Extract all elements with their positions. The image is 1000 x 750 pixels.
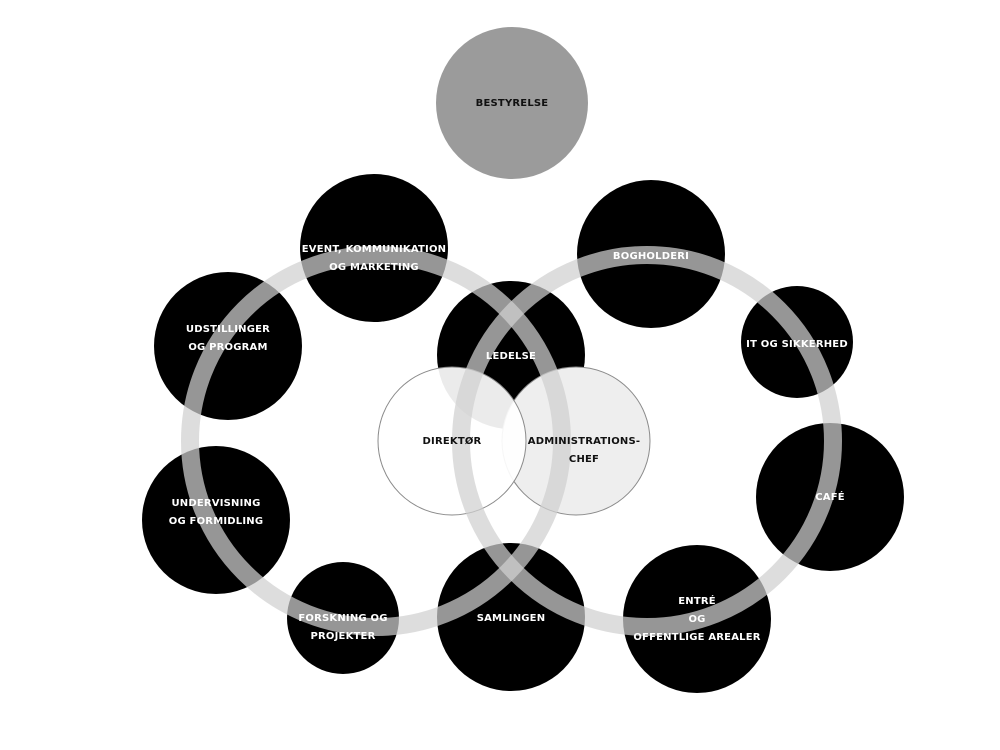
ledelse-label: LEDELSE bbox=[486, 351, 536, 362]
bogholderi-label: BOGHOLDERI bbox=[613, 251, 689, 262]
left-ring bbox=[181, 246, 571, 636]
ring-overlays bbox=[181, 246, 842, 636]
node-labels: BESTYRELSE EVENT, KOMMUNIKATION OG MARKET… bbox=[169, 98, 848, 643]
right-ring bbox=[452, 246, 842, 636]
event-label-line: EVENT, KOMMUNIKATION bbox=[302, 244, 446, 255]
bestyrelse-circle bbox=[436, 27, 588, 179]
cafe-label: CAFÉ bbox=[815, 490, 845, 503]
entre-label-line: ENTRÉ bbox=[678, 594, 716, 607]
admin-label-line: CHEF bbox=[569, 454, 599, 465]
event-label: EVENT, KOMMUNIKATION OG MARKETING bbox=[302, 244, 446, 273]
forskning-label-line: PROJEKTER bbox=[311, 631, 376, 642]
udstillinger-label-line: UDSTILLINGER bbox=[186, 324, 270, 335]
entre-label-line: OFFENTLIGE AREALER bbox=[633, 632, 760, 643]
direktor-label-line: DIREKTØR bbox=[423, 435, 482, 447]
admin-label: ADMINISTRATIONS- CHEF bbox=[528, 436, 640, 465]
forskning-label-line: FORSKNING OG bbox=[298, 613, 387, 624]
entre-label-line: OG bbox=[688, 614, 705, 625]
udstillinger-label-line: OG PROGRAM bbox=[188, 342, 267, 353]
samlingen-label-line: SAMLINGEN bbox=[477, 613, 546, 624]
it-label: IT OG SIKKERHED bbox=[746, 339, 848, 350]
direktor-label: DIREKTØR bbox=[423, 435, 482, 447]
undervisning-label: UNDERVISNING OG FORMIDLING bbox=[169, 498, 263, 527]
udstillinger-label: UDSTILLINGER OG PROGRAM bbox=[186, 324, 270, 353]
entre-label: ENTRÉ OG OFFENTLIGE AREALER bbox=[633, 594, 760, 643]
event-label-line: OG MARKETING bbox=[329, 262, 419, 273]
undervisning-label-line: UNDERVISNING bbox=[171, 498, 260, 509]
admin-label-line: ADMINISTRATIONS- bbox=[528, 436, 640, 447]
cafe-label-line: CAFÉ bbox=[815, 490, 845, 503]
undervisning-label-line: OG FORMIDLING bbox=[169, 516, 263, 527]
bogholderi-label-line: BOGHOLDERI bbox=[613, 251, 689, 262]
forskning-label: FORSKNING OG PROJEKTER bbox=[298, 613, 387, 642]
bestyrelse-label: BESTYRELSE bbox=[476, 98, 549, 109]
ledelse-label-line: LEDELSE bbox=[486, 351, 536, 362]
samlingen-circle bbox=[437, 543, 585, 691]
bestyrelse-label-line: BESTYRELSE bbox=[476, 98, 549, 109]
it-label-line: IT OG SIKKERHED bbox=[746, 339, 848, 350]
samlingen-label: SAMLINGEN bbox=[477, 613, 546, 624]
